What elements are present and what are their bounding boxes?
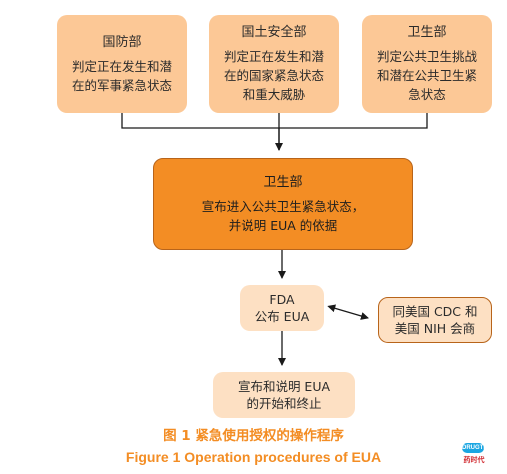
node-text: 判定正在发生和潜 在的国家紧急状态 和重大威胁 — [223, 49, 324, 102]
edge-mod-to-hhs — [121, 113, 283, 151]
node-health-dept-assessment: 卫生部 判定公共卫生挑战 和潜在公共卫生紧 急状态 — [362, 15, 492, 113]
node-health-dept-declaration: 卫生部 宣布进入公共卫生紧急状态， 并说明 EUA 的依据 — [153, 158, 413, 250]
node-title: 卫生部 — [407, 25, 447, 40]
figure-caption-english: Figure 1 Operation procedures of EUA — [125, 449, 382, 465]
node-title: 国防部 — [102, 34, 142, 50]
node-department-of-defense: 国防部 判定正在发生和潜 在的军事紧急状态 — [57, 15, 187, 113]
node-text: 宣布和说明 EUA 的开始和终止 — [237, 379, 331, 411]
logo-badge: DRUGTIMES — [462, 443, 498, 453]
logo-wordmark: 药时代 — [463, 456, 485, 464]
edge-fda-consult — [327, 304, 369, 320]
figure-caption-chinese: 图 1 紧急使用授权的操作程序 — [163, 428, 344, 444]
node-homeland-security: 国土安全部 判定正在发生和潜 在的国家紧急状态 和重大威胁 — [209, 15, 339, 113]
node-text: FDA 公布 EUA — [254, 292, 310, 324]
node-title: 国土安全部 — [241, 25, 307, 40]
node-text: 判定公共卫生挑战 和潜在公共卫生紧 急状态 — [376, 49, 477, 102]
node-text: 宣布进入公共卫生紧急状态， 并说明 EUA 的依据 — [201, 198, 365, 233]
node-consult-cdc-nih: 同美国 CDC 和 美国 NIH 会商 — [378, 297, 492, 343]
node-text: 判定正在发生和潜 在的军事紧急状态 — [71, 58, 172, 93]
node-announce-start-end: 宣布和说明 EUA 的开始和终止 — [213, 372, 355, 418]
edge-hhs-top-to-hhs — [279, 113, 428, 129]
node-text: 同美国 CDC 和 美国 NIH 会商 — [392, 304, 478, 336]
drugtimes-logo: DRUGTIMES 药时代 — [462, 443, 498, 469]
node-title: 卫生部 — [263, 174, 303, 190]
node-fda-issue-eua: FDA 公布 EUA — [240, 285, 324, 331]
